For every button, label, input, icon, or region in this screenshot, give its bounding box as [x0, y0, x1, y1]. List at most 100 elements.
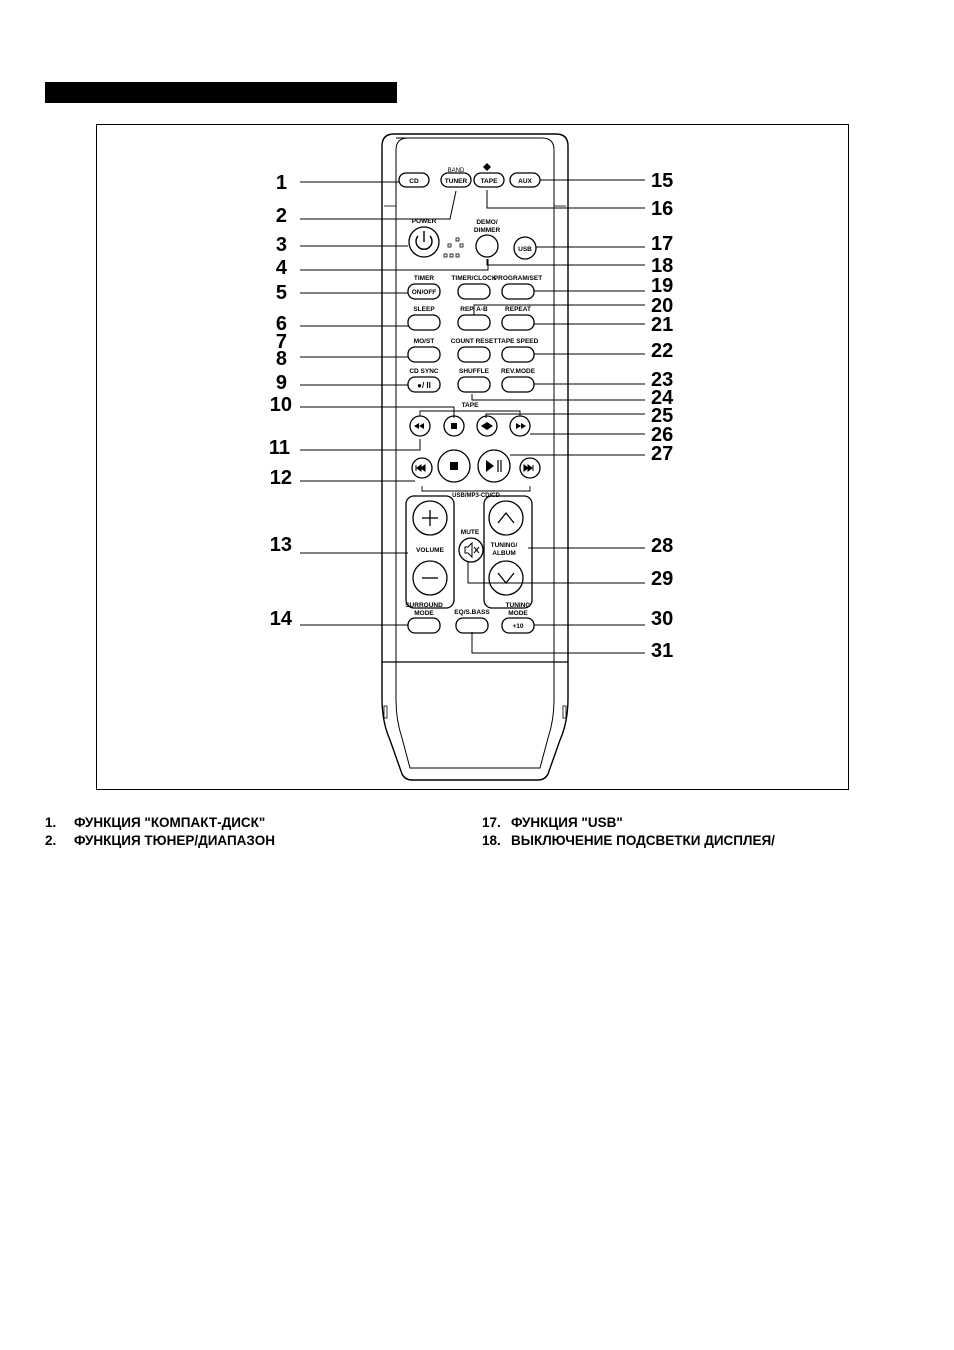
power-button[interactable]	[408, 226, 440, 258]
caption-item: 2. ФУНКЦИЯ ТЮНЕР/ДИАПАЗОН	[45, 832, 275, 850]
caption-number: 18.	[482, 833, 501, 848]
callout-1: 1	[276, 172, 287, 194]
callout-23: 23	[651, 369, 673, 391]
demo-dimmer-label-2: DIMMER	[474, 227, 501, 234]
plus10-button[interactable]	[501, 617, 535, 634]
tape-ff-button[interactable]	[509, 415, 531, 437]
tuning-album-rocker[interactable]	[483, 495, 533, 609]
tuning-down-button[interactable]	[488, 560, 524, 596]
tape-stop-button[interactable]	[443, 415, 465, 437]
eq-sbass-button[interactable]	[455, 617, 489, 634]
volume-down-button[interactable]	[412, 560, 448, 596]
usb-button[interactable]	[513, 236, 537, 260]
band-label: BAND	[448, 168, 465, 174]
sleep-label: SLEEP	[413, 306, 435, 313]
timer-clock-button[interactable]	[457, 283, 491, 300]
remote-body	[381, 133, 569, 781]
rep-ab-label: REP. A-B	[460, 306, 488, 313]
caption-item: 17. ФУНКЦИЯ "USB"	[482, 814, 775, 832]
caption-item: 18. ВЫКЛЮЧЕНИЕ ПОДСВЕТКИ ДИСПЛЕЯ/	[482, 832, 775, 850]
callout-12: 12	[270, 467, 292, 489]
mute-button[interactable]	[458, 537, 484, 563]
callout-6: 6	[276, 313, 287, 335]
callout-26: 26	[651, 424, 673, 446]
callout-27: 27	[651, 443, 673, 465]
tape-label: TAPE	[481, 178, 499, 185]
power-label: POWER	[412, 218, 437, 225]
aux-button[interactable]	[509, 172, 541, 188]
rev-mode-button[interactable]	[501, 376, 535, 393]
next-icon	[523, 464, 534, 472]
program-set-label: PROGRAM/SET	[494, 275, 542, 282]
rev-mode-label: REV.MODE	[501, 368, 536, 375]
tape-group-label: TAPE	[462, 402, 480, 409]
on-off-label: ON/OFF	[412, 289, 437, 296]
callout-13: 13	[270, 534, 292, 556]
aux-label: AUX	[518, 178, 532, 185]
tape-rewind-button[interactable]	[409, 415, 431, 437]
tuner-button[interactable]	[440, 172, 472, 188]
volume-label: VOLUME	[416, 547, 444, 554]
timer-on-off-button[interactable]	[407, 283, 441, 300]
mo-st-label: MO/ST	[414, 338, 435, 345]
sleep-button[interactable]	[407, 314, 441, 331]
tape-transport	[409, 410, 531, 437]
tape-speed-button[interactable]	[501, 346, 535, 363]
cd-button[interactable]	[398, 172, 430, 188]
next-track-button[interactable]	[519, 457, 541, 479]
count-reset-button[interactable]	[457, 346, 491, 363]
function-buttons	[407, 283, 535, 393]
callout-numbers: 1 2 3 4 5 6 7 8 9 10 11 12 13 14 15 16 1…	[269, 170, 674, 662]
sensor-dots	[443, 237, 464, 258]
caption-text: ВЫКЛЮЧЕНИЕ ПОДСВЕТКИ ДИСПЛЕЯ/	[511, 833, 775, 848]
tape-button[interactable]	[473, 172, 505, 188]
shuffle-button[interactable]	[457, 376, 491, 393]
cd-stop-button[interactable]	[437, 449, 471, 483]
callout-lines	[300, 179, 645, 654]
callout-18: 18	[651, 255, 673, 277]
tuning-up-button[interactable]	[488, 500, 524, 536]
callout-3: 3	[276, 234, 287, 256]
top-buttons	[398, 163, 541, 188]
callout-17: 17	[651, 233, 673, 255]
program-set-button[interactable]	[501, 283, 535, 300]
callout-31: 31	[651, 640, 673, 662]
timer-clock-label: TIMER/CLOCK	[451, 275, 496, 282]
cd-label: CD	[409, 178, 419, 185]
callout-8: 8	[276, 348, 287, 370]
prev-track-button[interactable]	[411, 457, 433, 479]
eq-sbass-label: EQ/S.BASS	[454, 609, 490, 616]
mute-label: MUTE	[461, 529, 480, 536]
caption-list-left: 1. ФУНКЦИЯ "КОМПАКТ-ДИСК" 2. ФУНКЦИЯ ТЮН…	[45, 814, 275, 850]
callout-28: 28	[651, 535, 673, 557]
rep-ab-button[interactable]	[457, 314, 491, 331]
cd-play-pause-button[interactable]	[477, 449, 511, 483]
repeat-label: REPEAT	[505, 306, 531, 313]
caption-text: ФУНКЦИЯ "USB"	[511, 815, 623, 830]
callout-2: 2	[276, 205, 287, 227]
caption-number: 17.	[482, 815, 501, 830]
repeat-button[interactable]	[501, 314, 535, 331]
usb-group-label: USB/MP3-CD/CD	[452, 493, 500, 499]
caption-item: 1. ФУНКЦИЯ "КОМПАКТ-ДИСК"	[45, 814, 275, 832]
cd-sync-button[interactable]	[407, 376, 441, 393]
callout-24: 24	[651, 387, 674, 409]
tuning-mode-label-2: MODE	[508, 610, 528, 617]
tape-icon	[483, 163, 491, 171]
stop-icon	[451, 423, 457, 429]
count-reset-label: COUNT RESET	[451, 338, 498, 345]
figure-frame	[96, 124, 849, 790]
timer-label: TIMER	[414, 275, 435, 282]
cd-sync-label: CD SYNC	[409, 368, 439, 375]
volume-rocker[interactable]	[405, 495, 455, 609]
mo-st-button[interactable]	[407, 346, 441, 363]
fast-forward-icon	[516, 423, 526, 429]
callout-29: 29	[651, 568, 673, 590]
tape-play-button[interactable]	[476, 415, 498, 437]
caption-list-right: 17. ФУНКЦИЯ "USB" 18. ВЫКЛЮЧЕНИЕ ПОДСВЕТ…	[482, 814, 775, 850]
volume-up-button[interactable]	[412, 500, 448, 536]
demo-dimmer-button[interactable]	[475, 234, 499, 258]
callout-10: 10	[270, 394, 292, 416]
tuning-album-label-2: ALBUM	[492, 550, 515, 557]
surround-mode-button[interactable]	[407, 617, 441, 634]
